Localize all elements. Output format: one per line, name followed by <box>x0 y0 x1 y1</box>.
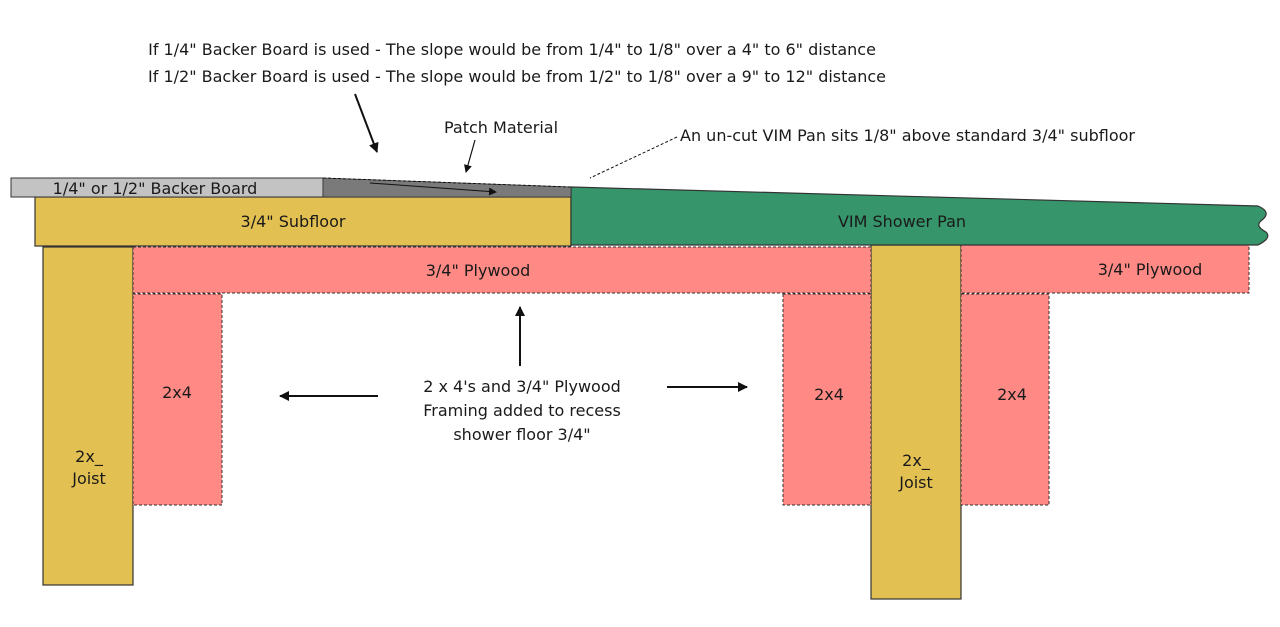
plywood-left-label: 3/4" Plywood <box>426 261 531 280</box>
uncut-pan-label: An un-cut VIM Pan sits 1/8" above standa… <box>680 126 1135 145</box>
note-half-inch: If 1/2" Backer Board is used - The slope… <box>148 67 886 86</box>
stud-left-label: 2x4 <box>162 383 192 402</box>
plywood-right <box>960 244 1250 294</box>
stud-left <box>132 293 223 506</box>
vim-shower-pan <box>570 186 1269 246</box>
backer-board-label: 1/4" or 1/2" Backer Board <box>53 179 258 198</box>
stud-right <box>960 293 1050 506</box>
joist-right-label-1: 2x_ <box>902 451 931 471</box>
uncut-pan-leader <box>589 136 678 179</box>
plywood-left <box>132 246 872 294</box>
joist-right-label-2: Joist <box>898 473 933 492</box>
patch-material-label: Patch Material <box>444 118 558 137</box>
center-note-line-1: 2 x 4's and 3/4" Plywood <box>423 377 621 396</box>
center-note-line-2: Framing added to recess <box>423 401 621 420</box>
joist-left-label-1: 2x_ <box>75 447 104 467</box>
subfloor-label: 3/4" Subfloor <box>241 212 346 231</box>
joist-left-label-2: Joist <box>71 469 106 488</box>
plywood-right-label: 3/4" Plywood <box>1098 260 1203 279</box>
slope-arrow <box>369 182 497 196</box>
note-quarter-inch: If 1/4" Backer Board is used - The slope… <box>148 40 876 59</box>
center-note-line-3: shower floor 3/4" <box>453 425 590 444</box>
stud-right-label: 2x4 <box>997 385 1027 404</box>
joist-left <box>42 246 134 586</box>
pan-label: VIM Shower Pan <box>838 212 966 231</box>
patch-top-edge <box>322 177 572 188</box>
note-pointer-arrow <box>354 93 379 153</box>
patch-material <box>322 177 572 198</box>
stud-mid <box>782 293 872 506</box>
stud-mid-label: 2x4 <box>814 385 844 404</box>
patch-pointer-arrow <box>464 139 476 173</box>
joist-right <box>870 244 962 600</box>
